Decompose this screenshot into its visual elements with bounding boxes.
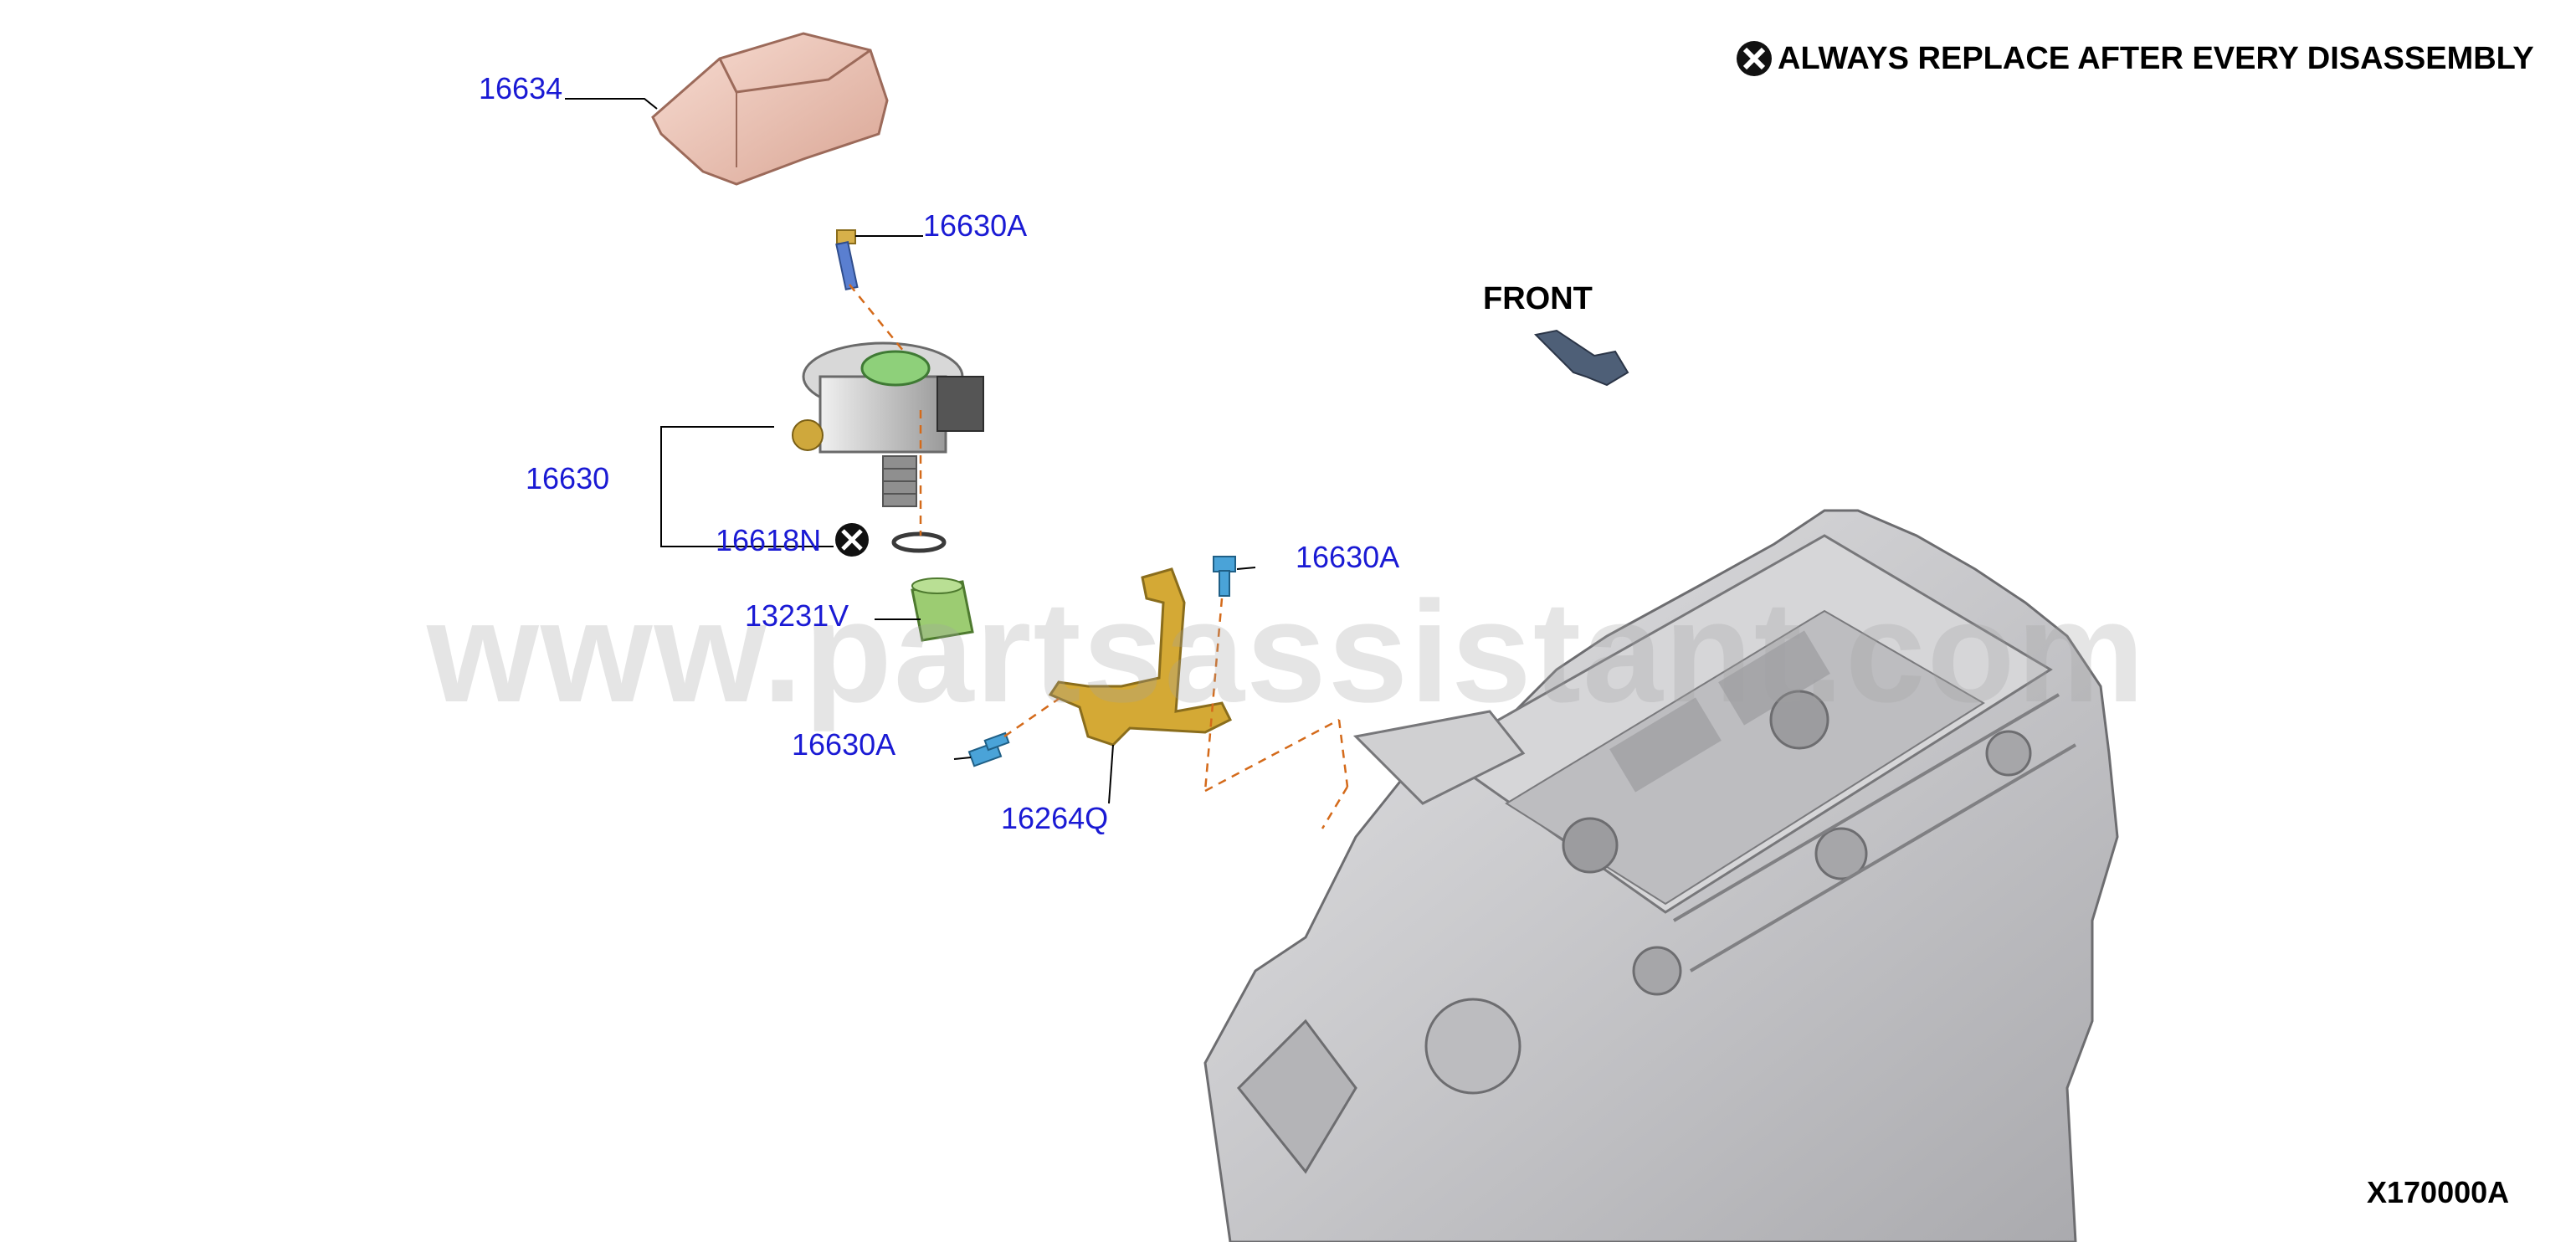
front-direction-arrow bbox=[1533, 329, 1629, 387]
top-pump-bolt[interactable] bbox=[835, 229, 859, 291]
callout-16634[interactable]: 16634 bbox=[479, 71, 563, 105]
callout-16618n[interactable]: 16618N bbox=[716, 523, 822, 557]
pump-cover-part[interactable] bbox=[651, 32, 889, 186]
bracket-part[interactable] bbox=[1048, 567, 1233, 747]
o-ring-part[interactable] bbox=[891, 531, 947, 553]
leader-lines bbox=[565, 98, 1256, 804]
fuel-pump-part[interactable] bbox=[792, 341, 984, 507]
callout-13231v[interactable]: 13231V bbox=[745, 598, 849, 633]
callout-16630a-left[interactable]: 16630A bbox=[792, 727, 896, 762]
replace-notice: ALWAYS REPLACE AFTER EVERY DISASSEMBLY bbox=[1736, 40, 2534, 77]
replace-always-icon bbox=[1737, 41, 1772, 76]
replace-always-marker bbox=[835, 523, 869, 557]
replace-notice-text: ALWAYS REPLACE AFTER EVERY DISASSEMBLY bbox=[1778, 40, 2534, 76]
sleeve-part[interactable] bbox=[911, 577, 974, 642]
assembly-dashed-lines bbox=[849, 284, 1349, 829]
left-bracket-bolt[interactable] bbox=[967, 731, 1010, 767]
front-label: FRONT bbox=[1483, 281, 1593, 316]
right-bracket-bolt[interactable] bbox=[1213, 556, 1236, 597]
callout-16630a-right[interactable]: 16630A bbox=[1296, 540, 1400, 574]
diagram-code: X170000A bbox=[2367, 1175, 2510, 1209]
callout-16630[interactable]: 16630 bbox=[526, 461, 610, 495]
callout-16630a-top[interactable]: 16630A bbox=[923, 208, 1028, 243]
engine-block bbox=[1203, 509, 2119, 1242]
callout-16264q[interactable]: 16264Q bbox=[1001, 801, 1109, 835]
